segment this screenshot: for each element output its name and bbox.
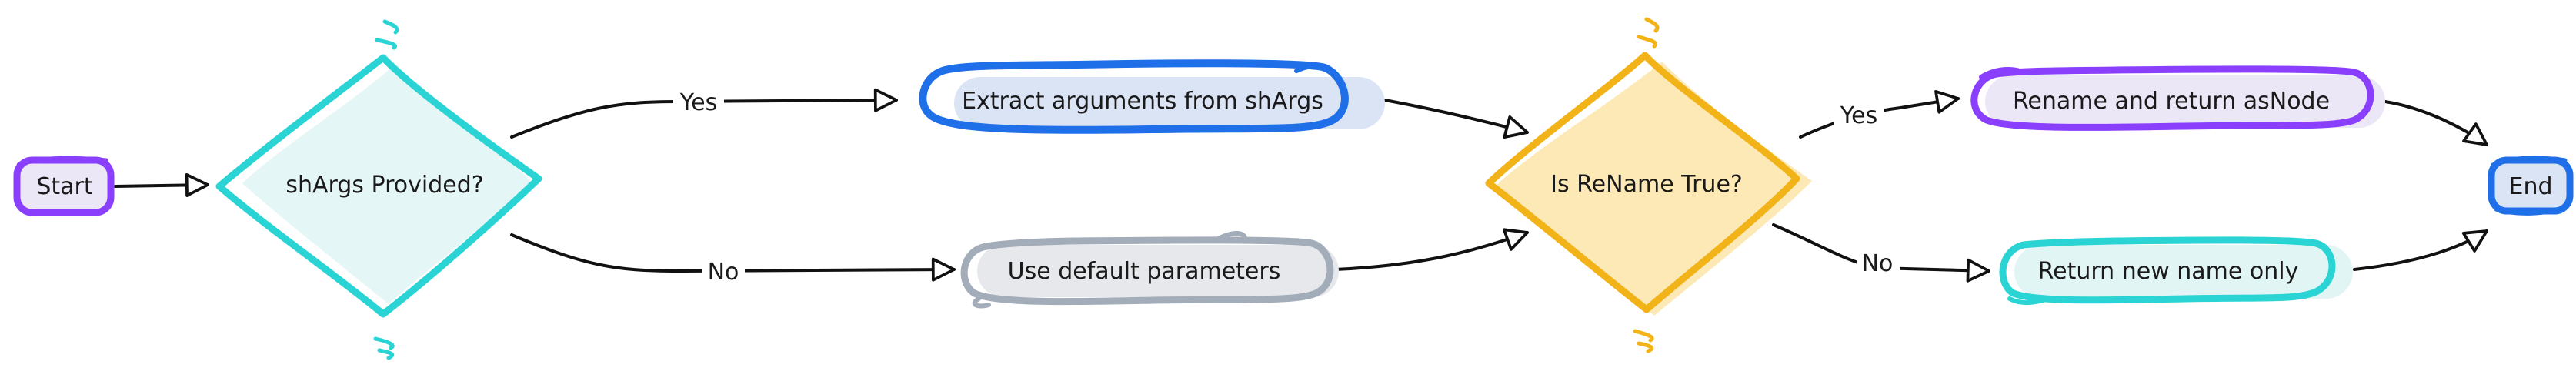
edge-start-to-args bbox=[114, 172, 209, 197]
edge-label-args-yes: Yes bbox=[679, 89, 717, 116]
edge-rename-to-end bbox=[2384, 100, 2488, 146]
edge-label-args-no: No bbox=[708, 259, 739, 286]
rename-return-node[interactable]: Rename and return asNode bbox=[1970, 65, 2385, 131]
edge-args-yes bbox=[510, 88, 898, 139]
return-name-node[interactable]: Return new name only bbox=[1999, 236, 2353, 306]
edge-label-rename-yes: Yes bbox=[1840, 102, 1877, 129]
edge-label-rename-no: No bbox=[1862, 250, 1894, 277]
end-node[interactable]: End bbox=[2488, 156, 2574, 216]
args-provided-label: shArgs Provided? bbox=[285, 172, 483, 199]
args-provided-decision[interactable]: shArgs Provided? bbox=[215, 19, 542, 360]
end-label: End bbox=[2508, 173, 2552, 200]
rename-return-label: Rename and return asNode bbox=[2013, 88, 2330, 115]
default-params-node[interactable]: Use default parameters bbox=[960, 231, 1339, 309]
start-node[interactable]: Start bbox=[13, 156, 115, 216]
return-name-label: Return new name only bbox=[2038, 258, 2299, 285]
edge-default-to-rename bbox=[1333, 228, 1529, 271]
edge-return-to-end bbox=[2353, 229, 2488, 271]
edge-args-no bbox=[510, 233, 956, 282]
default-params-label: Use default parameters bbox=[1008, 258, 1281, 285]
edge-extract-to-rename bbox=[1383, 99, 1529, 139]
rename-decision-label: Is ReName True? bbox=[1550, 171, 1743, 198]
edge-labels: Yes No Yes No bbox=[673, 86, 1900, 286]
extract-args-node[interactable]: Extract arguments from shArgs bbox=[919, 59, 1385, 134]
start-label: Start bbox=[36, 173, 93, 200]
extract-args-label: Extract arguments from shArgs bbox=[962, 88, 1323, 115]
rename-decision[interactable]: Is ReName True? bbox=[1485, 17, 1812, 353]
